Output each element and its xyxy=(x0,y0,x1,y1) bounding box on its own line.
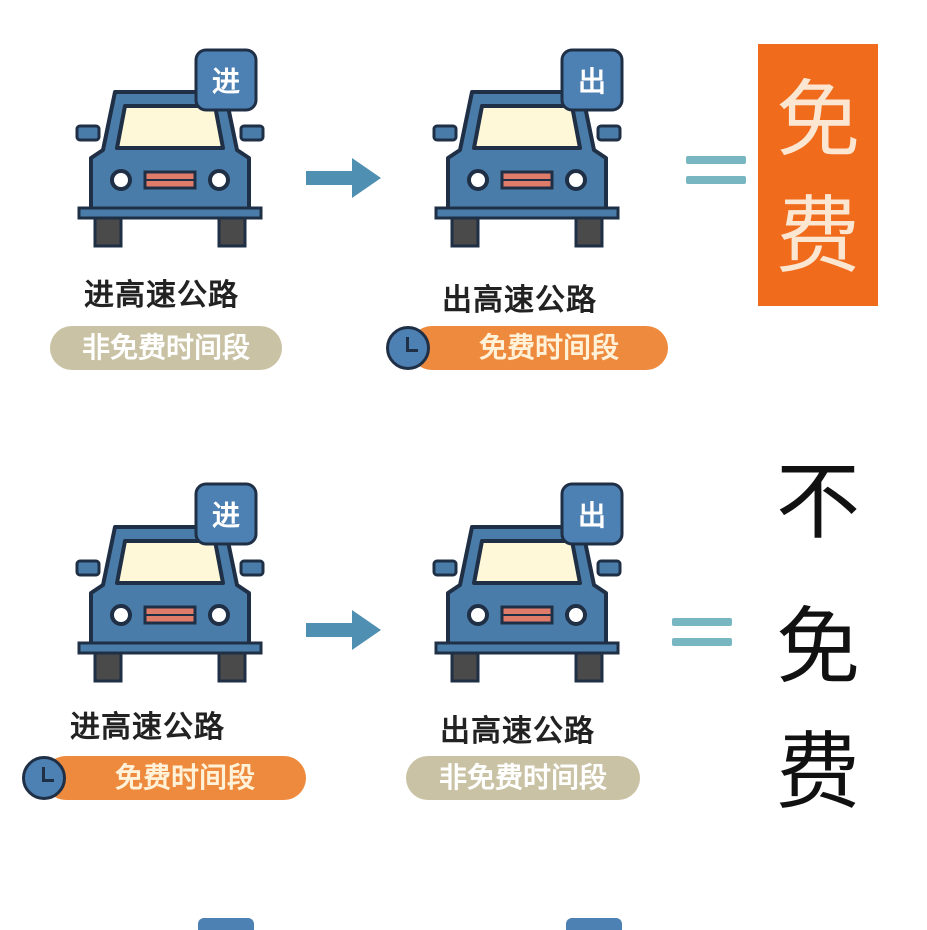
period-badge-nonfree: 非免费时间段 xyxy=(50,326,282,370)
equals-icon xyxy=(672,612,732,652)
result-char: 不 xyxy=(775,453,860,551)
period-badge-free: 免费时间段 xyxy=(44,756,306,800)
entry-tag: 进 xyxy=(194,48,258,112)
exit-caption: 出高速公路 xyxy=(440,714,595,749)
result-char: 费 xyxy=(775,723,860,821)
clock-icon xyxy=(386,326,430,370)
result-not-free: 不 免 费 xyxy=(758,460,878,820)
cropped-tag xyxy=(198,918,254,930)
arrow-right-icon xyxy=(306,158,381,198)
svg-text:出: 出 xyxy=(578,65,606,98)
clock-icon xyxy=(22,756,66,800)
result-char: 费 xyxy=(775,187,860,285)
result-char: 免 xyxy=(775,598,860,696)
svg-text:出: 出 xyxy=(578,499,606,532)
entry-tag: 进 xyxy=(194,482,258,546)
svg-text:进: 进 xyxy=(212,65,240,98)
svg-text:进: 进 xyxy=(212,499,240,532)
cropped-tag xyxy=(566,918,622,930)
entry-caption: 进高速公路 xyxy=(70,710,225,745)
exit-tag: 出 xyxy=(560,482,624,546)
equals-icon xyxy=(686,150,746,190)
result-char: 免 xyxy=(775,71,860,169)
result-free-box: 免 费 xyxy=(758,44,878,306)
period-badge-nonfree: 非免费时间段 xyxy=(406,756,640,800)
arrow-right-icon xyxy=(306,610,381,650)
entry-caption: 进高速公路 xyxy=(84,278,239,313)
exit-caption: 出高速公路 xyxy=(442,283,597,318)
period-badge-free: 免费时间段 xyxy=(410,326,668,370)
exit-tag: 出 xyxy=(560,48,624,112)
